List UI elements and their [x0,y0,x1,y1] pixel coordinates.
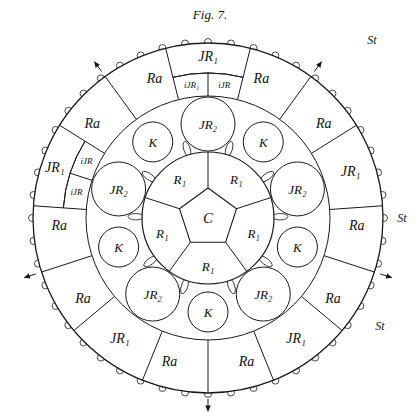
plate-label: K [204,306,213,319]
plate-label: Ra [316,117,332,131]
plate-label: Ra [162,355,178,369]
k-plate [99,227,139,267]
k-plate [133,122,173,162]
plate-label: St [367,34,376,46]
plate-label: JR₂ [254,288,272,301]
plate-suture [330,206,383,210]
jr2-plate [126,267,180,321]
direction-arrow [95,62,102,72]
plate-label: K [293,241,302,254]
plate-label: JR₁ [286,332,306,346]
plate-suture [105,76,136,119]
figure-title: Fig. 7. [193,8,227,21]
direction-arrow [314,62,321,72]
jr2-plate [181,97,235,151]
plate-label: iJR [70,188,82,197]
rim-bumps [29,39,388,398]
plate-label: Ra [147,72,163,86]
direction-arrow [24,274,35,278]
plate-label: Ra [75,292,91,306]
plate-label: K [259,135,268,148]
plate-label: Ra [254,72,270,86]
r1-suture [208,152,209,188]
plate-suture [280,76,311,119]
central-disk [142,152,274,284]
plate-suture [238,48,251,99]
r1-suture [145,198,179,209]
plate-label: K [114,241,123,254]
plate-label: Ra [51,219,67,233]
plate-label: JR₂ [109,182,127,195]
plate-label: Ra [239,355,255,369]
plate-label: R₁ [202,260,214,273]
central-pentagon [179,188,236,242]
k-plate [243,122,283,162]
ijr-suture [70,173,92,180]
plate-label: JR₁ [110,332,130,346]
plate-label: R₁ [230,173,242,186]
jr2-plate [236,267,290,321]
r1-sutures [145,152,271,271]
plate-label: C [203,211,213,226]
k-plate [277,227,317,267]
plate-suture [42,256,92,272]
middle-ring [86,96,330,340]
plate-label: St [375,320,384,332]
plate-label: R₁ [247,226,259,239]
jr2-plate [270,162,324,216]
r1-suture [169,242,190,271]
plate-suture [142,331,162,380]
plate-label: R₁ [156,226,168,239]
plate-label: Ra [349,219,365,233]
k-plates [99,122,318,332]
plate-sutures [33,48,382,393]
outer-outline [33,43,383,393]
r1-suture [237,198,271,209]
plate-label: JR₁ [198,50,218,64]
plate-label: JR₂ [199,118,217,131]
plate-label: Ra [84,117,100,131]
plate-suture [254,331,274,380]
ijr-suture [208,73,209,96]
plate-label: R₁ [174,173,186,186]
plate-label: iJR [218,80,230,89]
plate-label: Ra [325,292,341,306]
plate-label: St [397,212,406,224]
k-plate [188,292,228,332]
plate-suture [324,256,374,272]
direction-arrow [208,399,209,411]
jr2-plates [92,97,325,321]
plate-label: K [148,135,157,148]
plate-label: JR₂ [144,288,162,301]
plate-label: JR₁ [341,165,361,179]
plate-suture [33,206,86,210]
direction-arrows [24,62,391,411]
jr2-plate [92,162,146,216]
plate-suture [166,48,179,99]
direction-arrow [380,274,391,278]
plate-label: JR₂ [288,182,306,195]
plate-suture [208,340,209,393]
plate-label: iJR [81,157,93,166]
plate-label: JR₁ [45,161,65,175]
r1-suture [226,242,247,271]
plate-label: iJR₁ [184,80,199,89]
